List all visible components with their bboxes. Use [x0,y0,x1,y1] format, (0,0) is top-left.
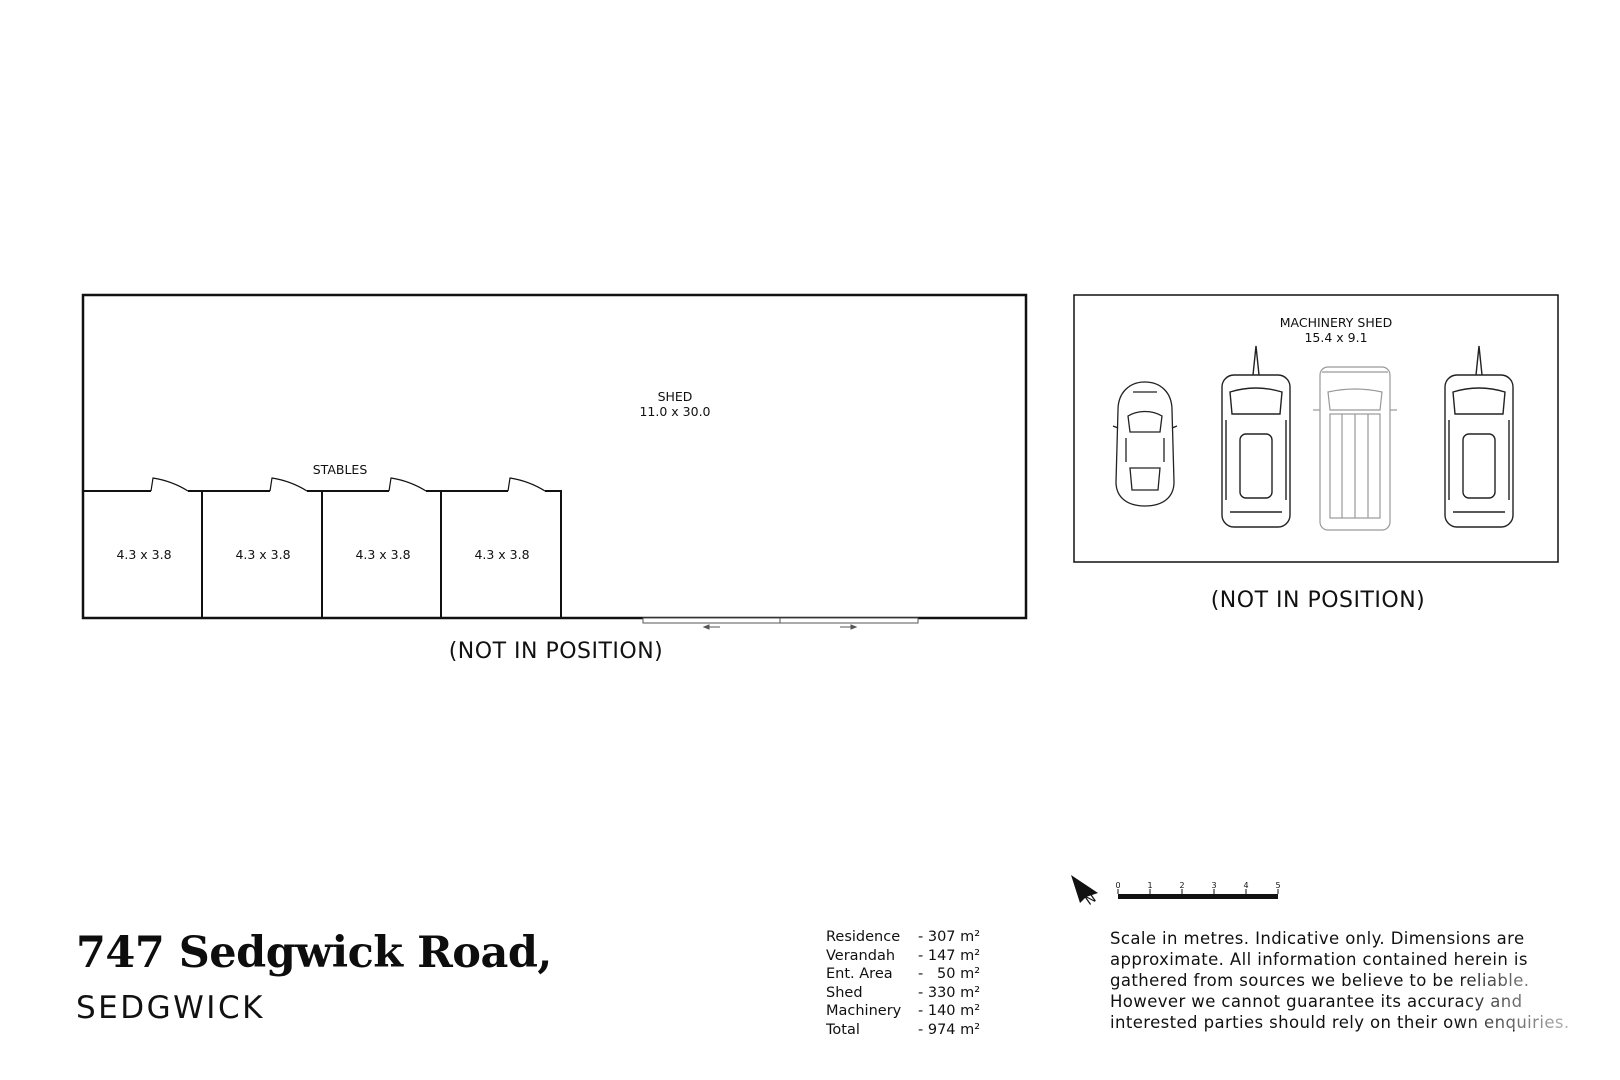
area-name: Verandah [826,947,896,964]
area-name: Total [826,1021,860,1038]
area-name: Residence [826,929,901,945]
scale-bar: 0 1 2 3 4 5 [1115,881,1281,899]
area-value: - 974 m² [918,1021,981,1038]
area-row: Total - 974 m² [826,1021,988,1040]
area-row: Verandah - 147 m² [826,947,988,966]
ute-icon [1444,345,1514,528]
stable-box-dimensions: 4.3 x 3.8 [355,547,410,562]
car-icon [1112,381,1178,507]
machinery-shed-dimensions: 15.4 x 9.1 [1304,330,1367,345]
area-row: Shed - 330 m² [826,984,988,1003]
stables-label: STABLES [313,462,368,477]
area-value: - 147 m² [918,947,981,964]
area-value: - 50 m² [918,966,981,982]
north-label: N [1083,891,1100,909]
area-row: Machinery - 140 m² [826,1002,988,1021]
ute-icon [1221,345,1291,528]
machinery-shed-label: MACHINERY SHED [1280,315,1393,330]
scale-tick-label: 4 [1243,881,1248,890]
shed-outline [81,293,1028,620]
area-row: Residence - 307 m² [826,928,988,947]
stable-doors [150,477,546,492]
area-value: - 307 m² [918,929,981,945]
area-value: - 330 m² [918,984,981,1001]
scale-tick-label: 3 [1211,881,1216,890]
stable-box-dimensions: 4.3 x 3.8 [116,547,171,562]
scale-tick-label: 0 [1115,881,1120,890]
machinery-not-in-position-note: (NOT IN POSITION) [1211,588,1426,613]
disclaimer-wrapper: Scale in metres. Indicative only. Dimens… [1110,928,1580,1033]
area-name: Ent. Area [826,966,893,982]
area-row: Ent. Area - 50 m² [826,965,988,984]
area-schedule: Residence - 307 m² Verandah - 147 m² Ent… [826,928,988,1039]
pickup-truck-icon [1313,366,1397,531]
shed-dimensions: 11.0 x 30.0 [639,404,710,419]
scale-tick-label: 5 [1275,881,1280,890]
area-value: - 140 m² [918,1003,981,1019]
disclaimer-text: Scale in metres. Indicative only. Dimens… [1110,929,1570,1032]
stable-box-dimensions: 4.3 x 3.8 [474,547,529,562]
shed-label: SHED [658,389,693,404]
north-arrow-icon: N [1071,875,1099,909]
stable-walls [83,490,562,618]
property-suburb: SEDGWICK [76,990,265,1026]
scale-tick-label: 2 [1179,881,1184,890]
shed-not-in-position-note: (NOT IN POSITION) [449,639,664,664]
property-address: 747 Sedgwick Road, [76,928,552,978]
stable-box-dimensions: 4.3 x 3.8 [235,547,290,562]
scale-tick-label: 1 [1147,881,1152,890]
area-name: Machinery [826,1003,902,1019]
sliding-doors [642,617,919,630]
machinery-shed-outline [1073,294,1559,563]
area-name: Shed [826,984,863,1001]
